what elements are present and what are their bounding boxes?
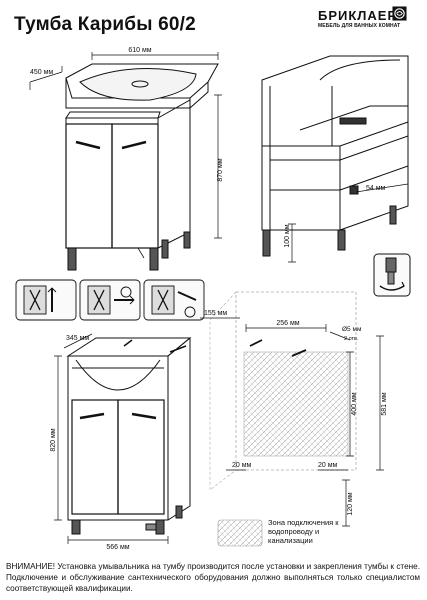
wall-offset-label: 155 мм [204, 310, 227, 317]
brand-name: БРИКЛАЕР [318, 8, 398, 23]
mounting-steps [15, 279, 205, 321]
total-height-label: 581 мм [381, 392, 388, 415]
cabinet-perspective-view [65, 63, 219, 271]
page-title: Тумба Карибы 60/2 [14, 14, 196, 35]
hole-spacing-label: 256 мм [276, 320, 299, 327]
cabinet-frame-view [261, 55, 409, 257]
connection-zone [243, 351, 349, 457]
right-margin-label: 20 мм [318, 462, 338, 469]
top-width-label: 610 мм [128, 47, 151, 54]
front-height-label: 820 мм [50, 428, 57, 451]
leg-adjust-icon [373, 253, 411, 297]
brand-tagline: МЕБЕЛЬ ДЛЯ ВАННЫХ КОМНАТ [318, 23, 401, 29]
legend-label: Зона подключения к водопроводу и канализ… [268, 518, 339, 545]
warning-notice: ВНИМАНИЕ! Установка умывальника на тумбу… [6, 562, 420, 593]
floor-gap-label: 120 мм [347, 492, 354, 515]
shelf-depth-label: 54 мм [366, 185, 386, 192]
hole-count-label: 2 отв. [344, 336, 359, 342]
mounting-step-2 [79, 279, 141, 321]
top-height-label: 870 мм [217, 158, 224, 181]
left-margin-label: 20 мм [232, 462, 252, 469]
mounting-step-3 [143, 279, 205, 321]
wall-layout-dimensions [200, 317, 384, 527]
legend-swatch [217, 519, 263, 547]
front-width-label: 566 мм [106, 544, 129, 551]
top-view-dimensions [29, 52, 222, 239]
wall-layout [209, 291, 357, 491]
mounting-step-1 [15, 279, 77, 321]
cabinet-front-view [66, 336, 192, 535]
zone-height-label: 400 мм [351, 392, 358, 415]
front-depth-label: 345 мм [66, 335, 89, 342]
frame-view-dimensions [288, 183, 409, 263]
rose-icon [392, 6, 407, 21]
top-depth-label: 450 мм [30, 69, 53, 76]
hole-diameter-label: Ø5 мм [342, 326, 362, 333]
front-view-dimensions [54, 333, 169, 544]
leg-height-label: 100 мм [284, 224, 291, 247]
